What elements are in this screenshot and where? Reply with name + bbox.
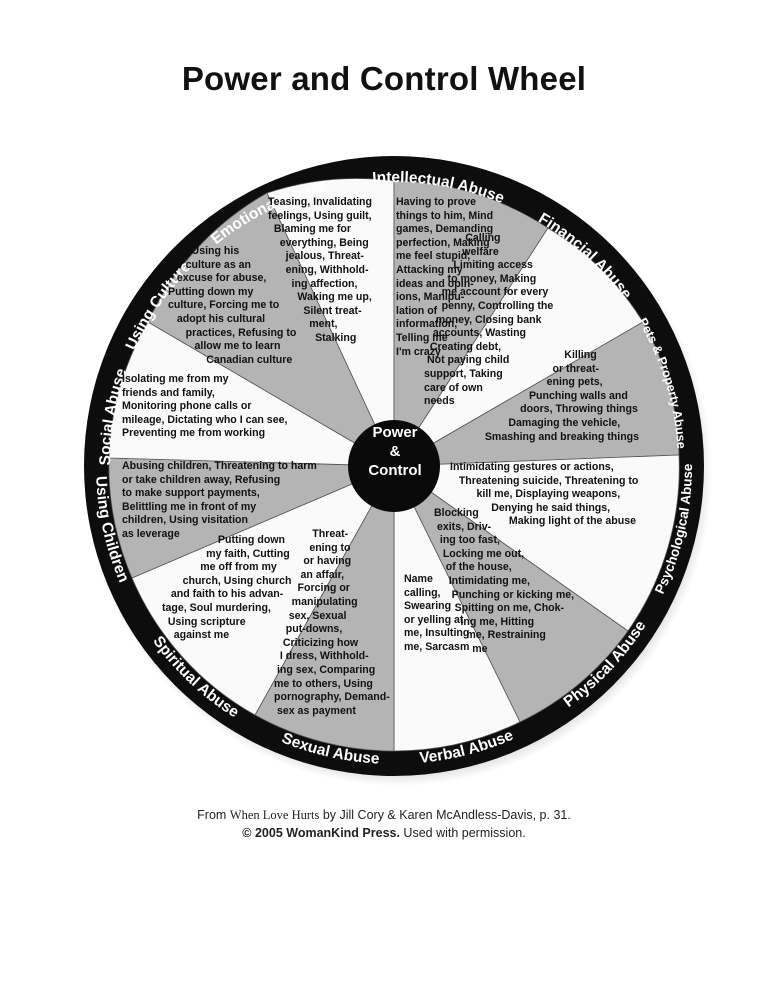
segment-intellectual	[393, 180, 549, 468]
segment-emotional	[266, 178, 395, 467]
segment-text-pets-property: Killing or threat- ening pets, Punching …	[484, 349, 640, 443]
segment-spiritual	[131, 465, 395, 716]
segment-text-physical: Blocking exits, Driv- ing too fast, Lock…	[434, 507, 575, 655]
segment-financial	[393, 227, 644, 467]
segments	[108, 178, 680, 752]
segment-verbal	[393, 465, 521, 752]
segment-psychological	[392, 454, 680, 632]
center-ampersand: &	[389, 443, 401, 460]
segment-text-intellectual: Having to prove things to him, Mind game…	[396, 196, 494, 358]
segment-text-using-culture: Using his culture as an excuse for abuse…	[168, 245, 297, 366]
segment-text-financial: Calling welfare Limiting access to money…	[424, 232, 554, 408]
credit-authors: by Jill Cory & Karen McAndless-Davis, p.…	[319, 808, 571, 822]
center-label: Power & Control	[347, 423, 443, 480]
segment-social	[108, 321, 395, 467]
segment-text-psychological: Intimidating gestures or actions, Threat…	[450, 461, 639, 528]
segment-text-verbal: Name calling, Swearing or yelling at me,…	[404, 573, 470, 653]
credit-line-1: From When Love Hurts by Jill Cory & Kare…	[0, 808, 768, 823]
center-power: Power	[372, 424, 418, 441]
segment-text-spiritual: Putting down my faith, Cutting me off fr…	[162, 534, 292, 642]
segment-pets-property	[393, 321, 680, 467]
page-title: Power and Control Wheel	[181, 60, 587, 97]
segment-using-culture	[147, 192, 395, 467]
center-control: Control	[368, 462, 422, 479]
segment-physical	[393, 465, 629, 723]
segment-text-sexual: Threat- ening to or having an affair, Fo…	[274, 528, 390, 717]
segment-using-children	[108, 457, 395, 579]
segment-text-social: Isolating me from my friends and family,…	[122, 373, 288, 440]
credit-line-2: © 2005 WomanKind Press. Used with permis…	[0, 826, 768, 840]
credit-copyright: © 2005 WomanKind Press.	[242, 826, 400, 840]
credit-book-title: When Love Hurts	[229, 808, 320, 822]
credit-permission: Used with permission.	[399, 826, 526, 840]
segment-sexual	[254, 464, 395, 752]
credit-from: From	[197, 808, 230, 822]
segment-text-using-children: Abusing children, Threatening to harm or…	[122, 460, 317, 540]
center-hub	[348, 420, 440, 512]
segment-text-emotional: Teasing, Invalidating feelings, Using gu…	[268, 196, 372, 344]
